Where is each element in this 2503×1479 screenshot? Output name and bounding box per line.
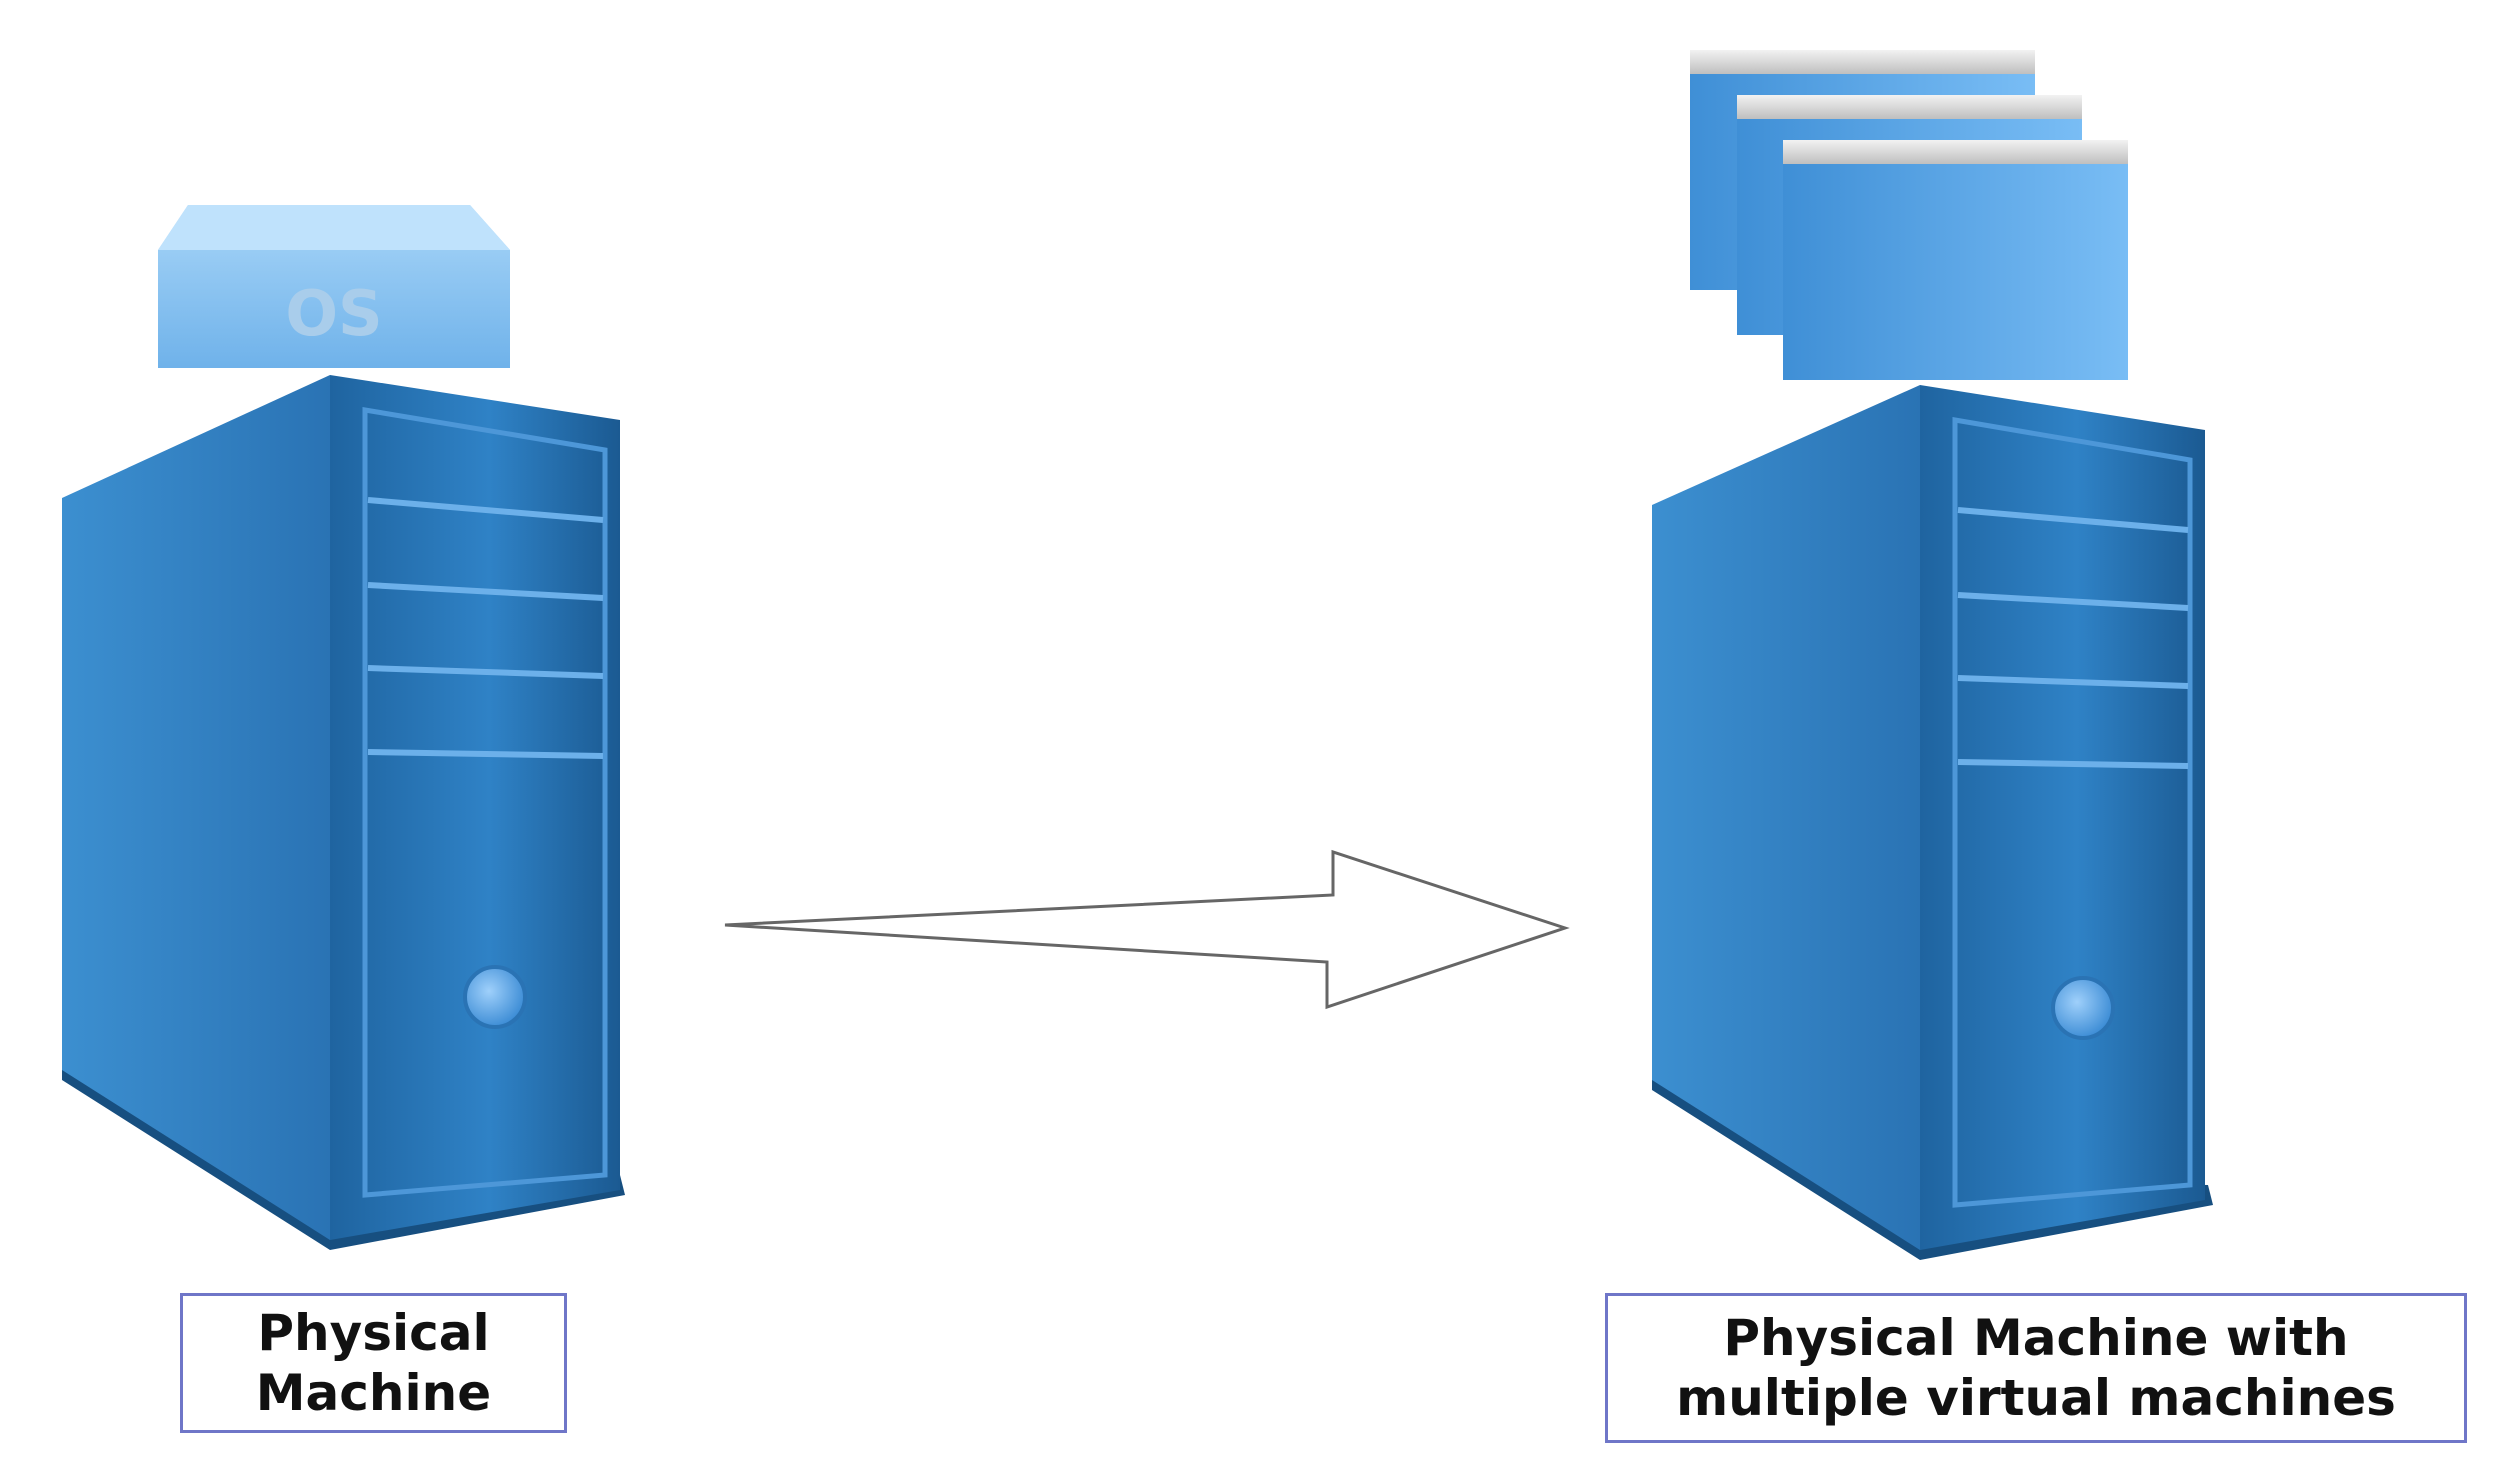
virtual-machine-window-3	[1783, 140, 2128, 380]
arrow-icon	[724, 849, 1570, 1010]
power-button-icon	[2051, 976, 2115, 1040]
caption-line: Physical Machine with	[1723, 1309, 2349, 1367]
caption-line: Physical	[257, 1304, 490, 1362]
caption-line: Machine	[255, 1364, 492, 1422]
physical-machine-caption: Physical Machine	[180, 1293, 567, 1433]
caption-line: multiple virtual machines	[1676, 1369, 2396, 1427]
os-block: OS	[158, 205, 510, 368]
physical-machine-tower	[62, 375, 625, 1250]
os-label: OS	[285, 277, 382, 350]
virtualized-machine-caption: Physical Machine with multiple virtual m…	[1605, 1293, 2467, 1443]
power-button-icon	[463, 965, 527, 1029]
host-machine-tower	[1652, 385, 2213, 1260]
